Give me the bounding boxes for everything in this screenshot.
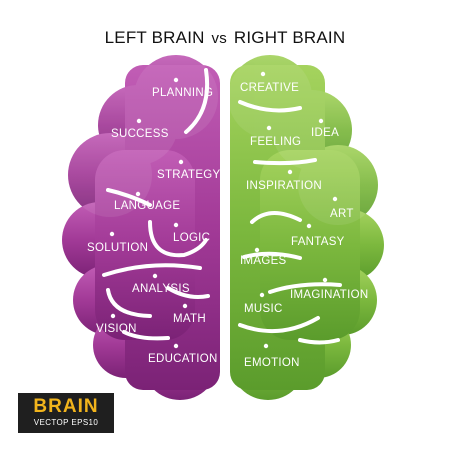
label-music: MUSIC bbox=[244, 303, 283, 315]
label-feeling: FEELING bbox=[250, 136, 301, 148]
label-inspiration: INSPIRATION bbox=[246, 180, 322, 192]
label-solution: SOLUTION bbox=[87, 242, 148, 254]
label-success: SUCCESS bbox=[111, 128, 169, 140]
left-labels: PLANNING SUCCESS STRATEGY LANGUAGE LOGIC… bbox=[87, 77, 221, 365]
title-left: LEFT BRAIN bbox=[104, 28, 205, 47]
title-right: RIGHT BRAIN bbox=[233, 28, 346, 47]
label-fantasy: FANTASY bbox=[291, 236, 345, 248]
label-imagination: IMAGINATION bbox=[290, 289, 368, 301]
label-logic: LOGIC bbox=[173, 232, 210, 244]
label-art: ART bbox=[330, 208, 354, 220]
hemisphere-divider bbox=[220, 60, 230, 395]
label-strategy: STRATEGY bbox=[157, 169, 221, 181]
left-hemisphere bbox=[62, 55, 220, 400]
label-math: MATH bbox=[173, 313, 206, 325]
label-planning: PLANNING bbox=[152, 87, 213, 99]
label-idea: IDEA bbox=[311, 127, 339, 139]
badge-subtitle: VECTOP EPS10 bbox=[33, 418, 99, 427]
right-hemisphere bbox=[228, 55, 384, 400]
label-vision: VISION bbox=[96, 323, 137, 335]
page-title: LEFT BRAIN vs RIGHT BRAIN bbox=[0, 28, 450, 48]
badge-title: BRAIN bbox=[33, 396, 99, 417]
right-labels: CREATIVE FEELING IDEA INSPIRATION ART FA… bbox=[240, 71, 368, 369]
label-images: IMAGES bbox=[240, 255, 287, 267]
label-emotion: EMOTION bbox=[244, 357, 300, 369]
label-creative: CREATIVE bbox=[240, 82, 299, 94]
title-vs: vs bbox=[211, 30, 227, 47]
brain-badge: BRAIN VECTOP EPS10 bbox=[18, 393, 114, 433]
label-language: LANGUAGE bbox=[114, 200, 180, 212]
label-education: EDUCATION bbox=[148, 353, 218, 365]
label-analysis: ANALYSIS bbox=[132, 283, 190, 295]
